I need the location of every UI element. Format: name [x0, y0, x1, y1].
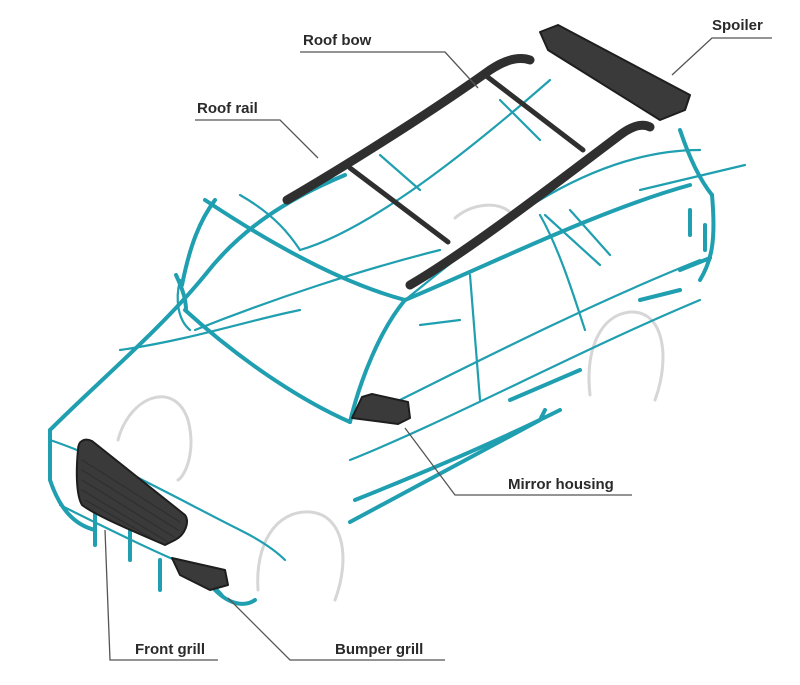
roof-bow-leader: [300, 51, 479, 89]
rear-line: [638, 163, 747, 192]
windshield-top: [203, 198, 407, 302]
side-beltline: [403, 183, 692, 302]
b-pillar: [418, 318, 462, 327]
spoiler-label: Spoiler: [712, 17, 763, 34]
windshield-left: [180, 198, 217, 287]
roof-side-left: [298, 78, 552, 252]
spoiler-leader: [671, 37, 772, 76]
roof-line-inner: [378, 153, 422, 192]
hood-outline: [48, 173, 347, 432]
rear-bumper: [638, 288, 682, 302]
bumper-hook: [213, 588, 257, 606]
bumper-grill: [171, 557, 229, 591]
bumper-grill-leader: [227, 597, 445, 661]
roof-bow-front: [347, 165, 451, 245]
a-pillar: [348, 298, 407, 424]
roof-front-edge: [238, 193, 302, 252]
front-left-wheel: [116, 395, 193, 482]
fender-left: [174, 273, 188, 312]
windshield-outline: [183, 308, 352, 424]
roof-bow-rear: [482, 72, 586, 153]
front-grill-label: Front grill: [135, 641, 205, 658]
roof-rail-leader: [195, 119, 319, 159]
roof-rail-left: [282, 53, 535, 205]
rear-pillar: [678, 128, 714, 197]
bumper-grill-label: Bumper grill: [335, 641, 423, 658]
mirror-housing: [351, 393, 411, 425]
door-line-1: [468, 273, 482, 402]
front-grill-slats: [81, 459, 181, 543]
rear-right-wheel: [587, 310, 665, 402]
rear-window-2: [568, 208, 612, 257]
front-face-outline: [48, 428, 97, 532]
side-lower: [348, 298, 702, 462]
mirror-housing-leader: [404, 427, 632, 496]
car-parts: [75, 24, 691, 591]
wheels: [116, 203, 665, 602]
door-line-2: [538, 213, 587, 332]
roof-line-inner-2: [498, 98, 542, 142]
front-right-wheel: [256, 510, 345, 602]
rear-left-wheel: [453, 203, 512, 220]
side-sill: [348, 408, 547, 524]
roof-rail-right: [405, 120, 655, 290]
leader-lines: [104, 37, 772, 661]
rear-quarter: [698, 193, 716, 282]
side-sill-2: [353, 408, 562, 502]
mirror-housing-label: Mirror housing: [508, 476, 614, 493]
hood-crease: [118, 308, 302, 352]
front-grill-leader: [104, 529, 218, 661]
spoiler: [539, 24, 691, 121]
roof-bow-label: Roof bow: [303, 32, 372, 49]
labels: Spoiler Roof bow Roof rail Mirror housin…: [135, 17, 763, 658]
roof-rail-label: Roof rail: [197, 100, 258, 117]
rear-window: [543, 213, 602, 267]
side-mid: [398, 258, 702, 402]
hood-crease-2: [193, 248, 442, 332]
side-sill-3: [508, 368, 582, 402]
rear-bumper-2: [678, 256, 712, 272]
